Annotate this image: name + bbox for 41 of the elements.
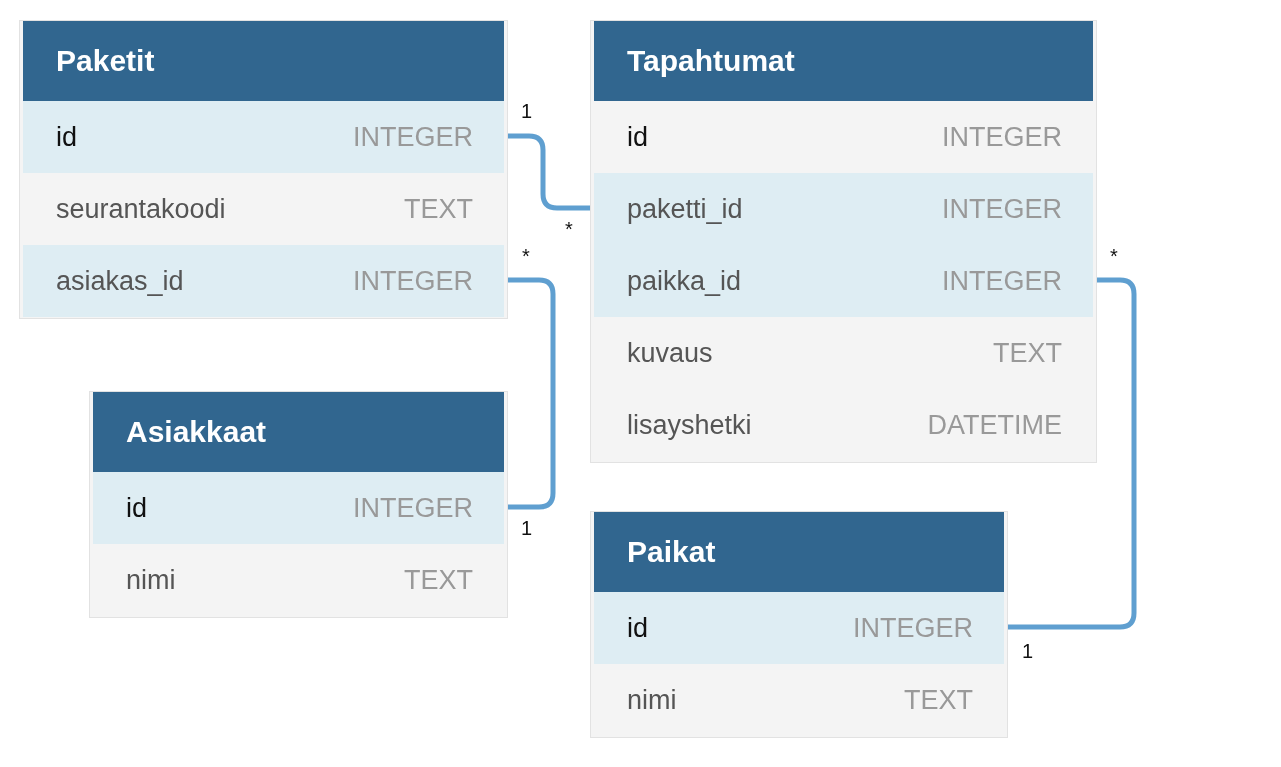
column-name: id: [627, 121, 648, 153]
column-name: kuvaus: [627, 337, 713, 369]
column-type: INTEGER: [353, 265, 473, 297]
cardinality-label: 1: [521, 517, 533, 540]
table: [590, 20, 1097, 463]
cardinality-label: 1: [1022, 640, 1034, 663]
cardinality-label: *: [1110, 245, 1118, 268]
column-type: TEXT: [904, 684, 973, 716]
column-type: TEXT: [993, 337, 1062, 369]
column-name: paketti_id: [627, 193, 743, 225]
table: [19, 20, 508, 319]
table-header: Asiakkaat: [93, 392, 504, 472]
table: [89, 391, 508, 618]
cardinality-label: 1: [521, 100, 533, 123]
column-name: id: [627, 612, 648, 644]
column-type: INTEGER: [942, 121, 1062, 153]
column-name: asiakas_id: [56, 265, 184, 297]
column-type: TEXT: [404, 193, 473, 225]
column-type: DATETIME: [927, 409, 1062, 441]
table-row: [93, 472, 504, 544]
column-name: nimi: [126, 564, 176, 596]
column-name: id: [126, 492, 147, 524]
column-name: nimi: [627, 684, 677, 716]
column-name: lisayshetki: [627, 409, 752, 441]
cardinality-label: *: [565, 218, 573, 241]
column-name: id: [56, 121, 77, 153]
column-name: seurantakoodi: [56, 193, 226, 225]
table-header: Paikat: [594, 512, 1004, 592]
cardinality-label: *: [522, 245, 530, 268]
column-type: TEXT: [404, 564, 473, 596]
column-type: INTEGER: [853, 612, 973, 644]
column-type: INTEGER: [353, 492, 473, 524]
table: [590, 511, 1008, 738]
column-type: INTEGER: [942, 265, 1062, 297]
table-header: Tapahtumat: [594, 21, 1093, 101]
table-row: [594, 592, 1004, 664]
table-header: Paketit: [23, 21, 504, 101]
column-name: paikka_id: [627, 265, 742, 297]
table-row: [23, 101, 504, 173]
column-type: INTEGER: [353, 121, 473, 153]
column-type: INTEGER: [942, 193, 1062, 225]
